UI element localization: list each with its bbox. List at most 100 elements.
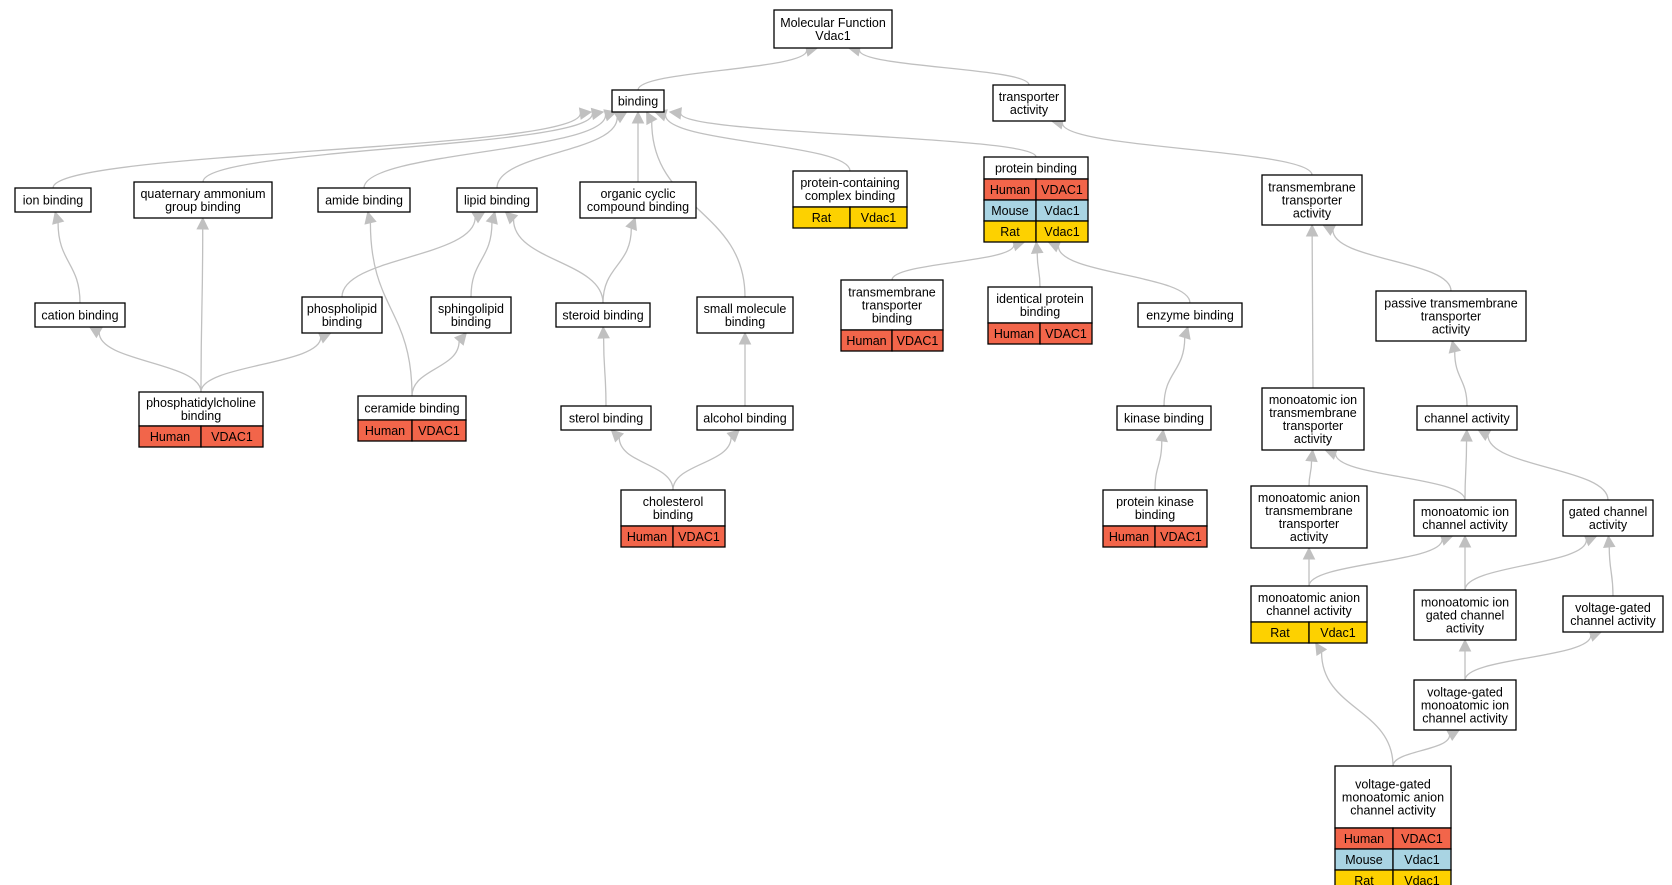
term-label-line: monoatomic anion (1342, 791, 1444, 805)
go-term-kinase-binding[interactable]: kinase binding (1116, 405, 1212, 431)
gene-cell (1039, 322, 1093, 345)
go-term-ion-binding[interactable]: ion binding (14, 187, 92, 213)
edge-line (512, 219, 604, 304)
edge-line (411, 341, 460, 397)
edge-kinase_binding-to-enzyme_binding (1163, 325, 1191, 407)
term-label-line: cation binding (41, 309, 118, 323)
edge-line (1334, 453, 1466, 501)
term-label-line: sphingolipid (438, 302, 504, 316)
edge-protein_kinase-to-kinase_binding (1154, 428, 1168, 491)
edge-arrowhead (364, 210, 377, 225)
edge-line (1163, 337, 1186, 407)
gene-cell (1392, 869, 1452, 885)
go-term-channel-activity[interactable]: channel activity (1416, 405, 1518, 431)
gene-label: VDAC1 (1160, 530, 1202, 544)
go-term-enzyme-binding[interactable]: enzyme binding (1137, 302, 1243, 328)
term-label-line: channel activity (1424, 412, 1510, 426)
term-box (696, 296, 794, 334)
term-label-line: phospholipid (307, 302, 377, 316)
go-term-steroid[interactable]: steroid binding (555, 302, 651, 328)
edge-line (98, 332, 202, 393)
edge-mono_anion_tm-to-mono_ion_tm (1305, 448, 1318, 487)
term-box (1562, 499, 1654, 537)
edge-line (369, 222, 413, 397)
term-box (620, 489, 726, 527)
edge-arrowhead (1458, 534, 1472, 548)
gene-cell (200, 425, 264, 448)
term-label-line: quaternary ammonium (140, 187, 265, 201)
edge-line (1464, 540, 1588, 591)
edge-line (891, 244, 1015, 281)
edge-line (1061, 122, 1313, 176)
edge-sterol-to-steroid (597, 325, 610, 407)
go-term-sterol[interactable]: sterol binding (560, 405, 652, 431)
term-label-line: monoatomic ion (1421, 505, 1509, 519)
term-box (1261, 387, 1365, 451)
term-label-line: binding (1020, 305, 1060, 319)
edge-line (1454, 351, 1468, 407)
edge-vg_mono_ion-to-mono_ion_gated (1458, 638, 1472, 680)
edge-ion_binding-to-binding (52, 107, 593, 189)
species-label: Human (994, 327, 1034, 341)
edge-line (618, 437, 674, 491)
species-label: Rat (1000, 225, 1020, 239)
edge-line (1320, 652, 1394, 767)
term-box (1413, 679, 1517, 731)
term-label-line: transporter (862, 299, 922, 313)
term-box (456, 187, 538, 213)
edge-line (1308, 460, 1313, 487)
term-label-line: activity (1294, 432, 1333, 446)
go-term-alcohol[interactable]: alcohol binding (696, 405, 794, 431)
edge-line (664, 115, 851, 172)
term-label-line: binding (181, 409, 221, 423)
term-box (1250, 585, 1368, 623)
edge-channel_activity-to-passive_tm (1448, 339, 1468, 407)
species-label: Human (150, 430, 190, 444)
term-label-line: transporter (1282, 194, 1342, 208)
edge-cholesterol-to-sterol (610, 429, 674, 491)
edge-cholesterol-to-alcohol (672, 429, 741, 491)
edge-line (200, 337, 322, 393)
term-label-line: voltage-gated (1355, 778, 1431, 792)
go-term-amide-binding[interactable]: amide binding (317, 187, 411, 213)
go-term-mono-ion-tm[interactable]: monoatomic iontransmembranetransporterac… (1261, 387, 1365, 451)
go-term-cation-binding[interactable]: cation binding (34, 302, 126, 328)
term-label-line: transporter (1279, 517, 1339, 531)
go-term-binding[interactable]: binding (611, 89, 665, 113)
go-term-mono-anion-tm[interactable]: monoatomic aniontransmembranetransporter… (1250, 485, 1368, 549)
edge-arrowhead (597, 325, 610, 339)
term-label-line: binding (451, 315, 491, 329)
term-label-line: binding (653, 508, 693, 522)
edge-arrowhead (625, 216, 637, 231)
go-term-lipid-binding[interactable]: lipid binding (456, 187, 538, 213)
term-label-line: binding (1135, 508, 1175, 522)
